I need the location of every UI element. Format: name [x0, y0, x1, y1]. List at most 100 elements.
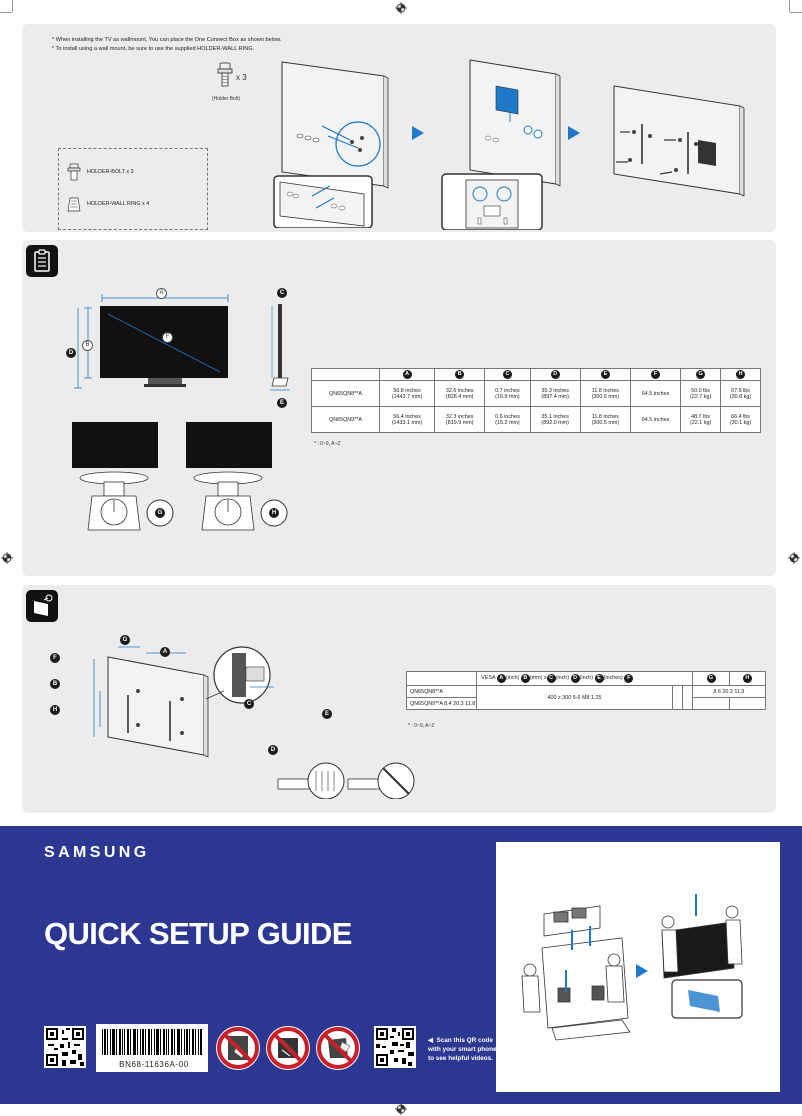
- label-g: G: [155, 508, 165, 518]
- label-f: F: [50, 653, 60, 663]
- install-note-2: * To install using a wall mount, be sure…: [52, 46, 255, 52]
- cell-subvalue: (16.9 mm): [495, 393, 520, 400]
- cell-value: 32.6 inches: [445, 387, 474, 394]
- header-b: B: [520, 674, 530, 683]
- cell-value: 64.5 inches: [641, 416, 670, 423]
- warning-no-pressure-icon: [266, 1026, 310, 1070]
- step-arrow-icon: [568, 126, 580, 140]
- holder-bolt-caption: (Holder Bolt): [212, 96, 241, 102]
- label-g: G: [120, 635, 130, 645]
- header-unit: (inches): [603, 675, 623, 681]
- cover-panel: SAMSUNG QUICK SETUP GUIDE: [0, 826, 802, 1104]
- label-e: E: [322, 709, 332, 719]
- scan-line-1: Scan this QR code: [436, 1037, 493, 1044]
- cell-subvalue: (300.6 mm): [591, 393, 620, 400]
- model1-values: 8.6 20.2 11.9: [692, 685, 766, 698]
- cell-subvalue: (22.1 kg): [689, 419, 712, 426]
- cell-subvalue: (897.4 mm): [541, 393, 569, 400]
- cell-value: 11.8 inches: [591, 387, 619, 394]
- guide-title: QUICK SETUP GUIDE: [44, 916, 352, 951]
- barcode-text: BN68-11636A-00: [119, 1060, 189, 1069]
- cell-subvalue: (828.4 mm): [445, 393, 474, 400]
- table-header-row: A B C D E F G H: [311, 368, 761, 381]
- warning-no-hold-edge-icon: [316, 1026, 360, 1070]
- specifications-panel: A B F D C E G H A B C D E: [22, 240, 776, 576]
- cell-subvalue: (892.0 mm): [541, 419, 569, 426]
- cell-subvalue: (30.1 kg): [729, 419, 752, 426]
- model-cell: QN65QN9**A: [311, 406, 380, 433]
- header-b: B: [455, 370, 465, 379]
- cell-value: 35.1 inches: [541, 413, 569, 420]
- barcode: BN68-11636A-00: [96, 1024, 208, 1072]
- table-row: QN65QN8**A 400 x 300 5-6 M8 1.25 8.6 20.…: [405, 685, 766, 710]
- cell-value: 56.4 inches: [393, 413, 421, 420]
- cell-subvalue: (1443.7 mm): [391, 393, 423, 400]
- header-c: C: [502, 370, 512, 379]
- vesa-footnote: * : 0~9, A~Z: [408, 723, 435, 729]
- crop-line: [790, 12, 802, 13]
- cell-value: 50.0 lbs: [691, 387, 711, 394]
- crop-line: [0, 12, 12, 13]
- registration-mark-bottom: [395, 1103, 407, 1115]
- qr-code-icon: [374, 1026, 416, 1068]
- clipboard-icon: [26, 245, 58, 277]
- tv-dimension-diagram: [74, 294, 290, 391]
- label-a: A: [156, 288, 167, 299]
- header-d: D: [550, 370, 560, 379]
- holder-bolt-icon: [217, 62, 233, 87]
- crop-line: [789, 0, 790, 12]
- scan-line-3: to see helpful videos.: [428, 1055, 493, 1062]
- model-cell: QN65QN8**A: [311, 380, 380, 407]
- brand-logo: SAMSUNG: [44, 844, 150, 861]
- label-h: H: [50, 705, 60, 715]
- scan-line-2: with your smart phone: [428, 1046, 497, 1053]
- cell-value: 35.3 inches: [541, 387, 569, 394]
- header-g: G: [696, 370, 706, 379]
- label-d: D: [66, 348, 76, 358]
- header-h: H: [742, 674, 752, 683]
- scan-arrow-icon: ◀: [428, 1037, 433, 1044]
- cell-subvalue: (22.7 kg): [689, 393, 712, 400]
- label-h: H: [269, 508, 279, 518]
- step1-illustration: [273, 61, 389, 228]
- bolt-count: x 3: [236, 73, 247, 82]
- header-d: D: [570, 674, 580, 683]
- label-e: E: [277, 398, 287, 408]
- cell-subvalue: (300.5 mm): [591, 419, 620, 426]
- qr-code-icon: [44, 1026, 86, 1068]
- header-e: E: [594, 674, 604, 683]
- registration-mark-right: [788, 552, 800, 564]
- shared-vesa-cell: 400 x 300 5-6 M8 1.25: [476, 685, 673, 710]
- cell-value: 67.9 lbs: [731, 387, 750, 394]
- header-unit: (inch): [579, 675, 594, 681]
- registration-mark-top: [395, 2, 407, 14]
- header-c: C: [546, 674, 556, 683]
- cell-value: 0.7 inches: [495, 387, 520, 394]
- table-row: QN65QN9**A 8.4 20.3 11.8: [405, 697, 767, 710]
- scan-instructions: ◀ Scan this QR code with your smart phon…: [428, 1036, 497, 1063]
- label-a: A: [160, 647, 170, 657]
- cell-subvalue: (1433.1 mm): [391, 419, 423, 426]
- cell-value: 66.4 lbs: [731, 413, 750, 420]
- install-notes: * When installing the TV as wallmount, Y…: [52, 36, 281, 54]
- header-unit: (inch): [505, 675, 520, 681]
- header-g: G: [706, 674, 716, 683]
- step3-illustration: [613, 85, 745, 197]
- header-x: x: [543, 675, 547, 681]
- wall-ring-icon: [67, 197, 81, 212]
- model2-values: 8.4 20.3 11.8: [444, 700, 476, 707]
- label-b: B: [82, 340, 93, 351]
- header-f: F: [624, 674, 634, 683]
- cell-value: 32.3 inches: [445, 413, 474, 420]
- wall-mount-icon: [26, 590, 58, 622]
- header-unit: (inch): [555, 675, 570, 681]
- specifications-table: A B C D E F G H QN65QN8**A 56.8 inches(1…: [311, 368, 761, 433]
- cell-value: 64.5 inches: [641, 390, 670, 397]
- cell-value: 0.6 inches: [495, 413, 520, 420]
- cell-value: 56.8 inches: [393, 387, 421, 394]
- cell-subvalue: (15.2 mm): [495, 419, 520, 426]
- label-d: D: [268, 745, 278, 755]
